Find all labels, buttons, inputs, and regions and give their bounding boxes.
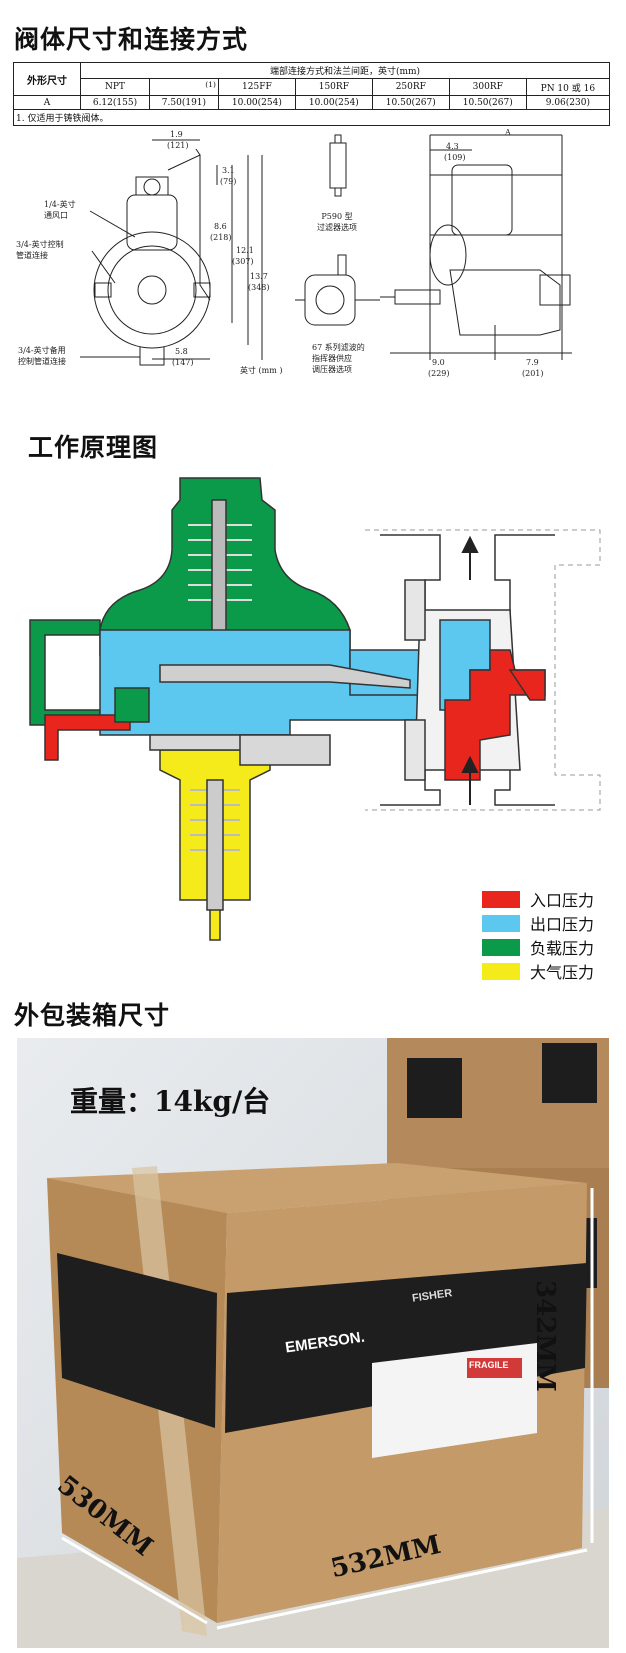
dim-13-7-mm: (348) [248, 283, 270, 292]
dim-1-9: 1.9 [170, 130, 183, 139]
col-150rf: 150RF [294, 78, 373, 96]
principle-diagram-svg [29, 477, 601, 941]
dim-3-1: 3.1 [222, 166, 235, 175]
cell-300rf: 10.50(267) [448, 95, 527, 110]
dimensions-title: 阀体尺寸和连接方式 [14, 25, 249, 54]
legend-swatch-load [482, 938, 520, 956]
legend-inlet: 入口压力 [482, 887, 594, 911]
label-control-pipe: 3/4-英寸控制 管道连接 [16, 240, 64, 260]
principle-title: 工作原理图 [28, 433, 159, 462]
dim-13-7: 13.7 [250, 272, 268, 281]
legend-swatch-atmospheric [482, 962, 520, 980]
dim-1-9-mm: (121) [167, 141, 189, 150]
packing-box-svg [17, 1038, 609, 1648]
dim-4-3-mm: (109) [444, 153, 466, 162]
cell-pn: 9.06(230) [525, 95, 611, 110]
dim-12-1-mm: (307) [232, 257, 254, 266]
dim-5-8: 5.8 [175, 347, 188, 356]
packing-box-photo: EMERSON. FISHER FRAGILE [17, 1038, 609, 1648]
col-300rf: 300RF [448, 78, 527, 96]
legend-swatch-inlet [482, 890, 520, 908]
col-note: (1) [148, 78, 219, 96]
dim-7-9-mm: (201) [522, 369, 544, 378]
dim-5-8-mm: (147) [172, 358, 194, 367]
cell-note: 7.50(191) [148, 95, 219, 110]
dim-8-6-mm: (218) [210, 233, 232, 242]
col-pn: PN 10 或 16 [525, 78, 611, 96]
packing-title: 外包装箱尺寸 [14, 1001, 171, 1030]
dim-4-3: 4.3 [446, 142, 459, 151]
cell-125ff: 10.00(254) [217, 95, 296, 110]
dim-7-9: 7.9 [526, 358, 539, 367]
dimensions-table: 外形尺寸 端部连接方式和法兰间距，英寸(mm) NPT (1) 125FF 15… [13, 62, 611, 126]
dim-12-1: 12.1 [236, 246, 254, 255]
dim-8-6: 8.6 [214, 222, 227, 231]
cell-150rf: 10.00(254) [294, 95, 373, 110]
legend-atmospheric: 大气压力 [482, 959, 594, 983]
label-vent: 1/4-英寸 通风口 [44, 200, 76, 220]
principle-diagram [0, 470, 626, 970]
dim-9-0-mm: (229) [428, 369, 450, 378]
dim-9-0: 9.0 [432, 358, 445, 367]
dimension-drawing: 1/4-英寸 通风口 3/4-英寸控制 管道连接 3/4-英寸备用 控制管道连接… [0, 125, 626, 410]
col-125ff: 125FF [217, 78, 296, 96]
dim-a: A [505, 128, 511, 137]
fragile-label: FRAGILE [469, 1360, 509, 1370]
legend-label-outlet: 出口压力 [530, 915, 595, 934]
table-note: 1. 仅适用于铸铁阀体。 [13, 109, 610, 126]
col-250rf: 250RF [371, 78, 450, 96]
weight-label: 重量：14kg/台 [70, 1085, 271, 1118]
legend-swatch-outlet [482, 914, 520, 932]
col-npt: NPT [80, 78, 150, 96]
table-row-header: 外形尺寸 [13, 62, 81, 96]
unit-label: 英寸 (mm ) [240, 366, 283, 375]
pressure-legend: 入口压力 出口压力 负载压力 大气压力 [482, 887, 594, 983]
legend-label-load: 负载压力 [530, 939, 595, 958]
table-group-header: 端部连接方式和法兰间距，英寸(mm) [80, 62, 610, 79]
label-spare-pipe: 3/4-英寸备用 控制管道连接 [18, 346, 66, 366]
cell-250rf: 10.50(267) [371, 95, 450, 110]
legend-label-inlet: 入口压力 [530, 891, 595, 910]
cell-npt: 6.12(155) [80, 95, 150, 110]
dim-height: 342MM [530, 1280, 560, 1392]
legend-outlet: 出口压力 [482, 911, 594, 935]
dimension-drawing-svg [80, 134, 572, 366]
legend-load: 负载压力 [482, 935, 594, 959]
legend-label-atmospheric: 大气压力 [530, 963, 595, 982]
label-p590: P590 型 过滤器选项 [317, 212, 357, 232]
row-label: A [13, 95, 81, 110]
label-pilot: 67 系列滤波的 指挥器供应 调压器选项 [312, 343, 365, 374]
dim-3-1-mm: (79) [220, 177, 237, 186]
